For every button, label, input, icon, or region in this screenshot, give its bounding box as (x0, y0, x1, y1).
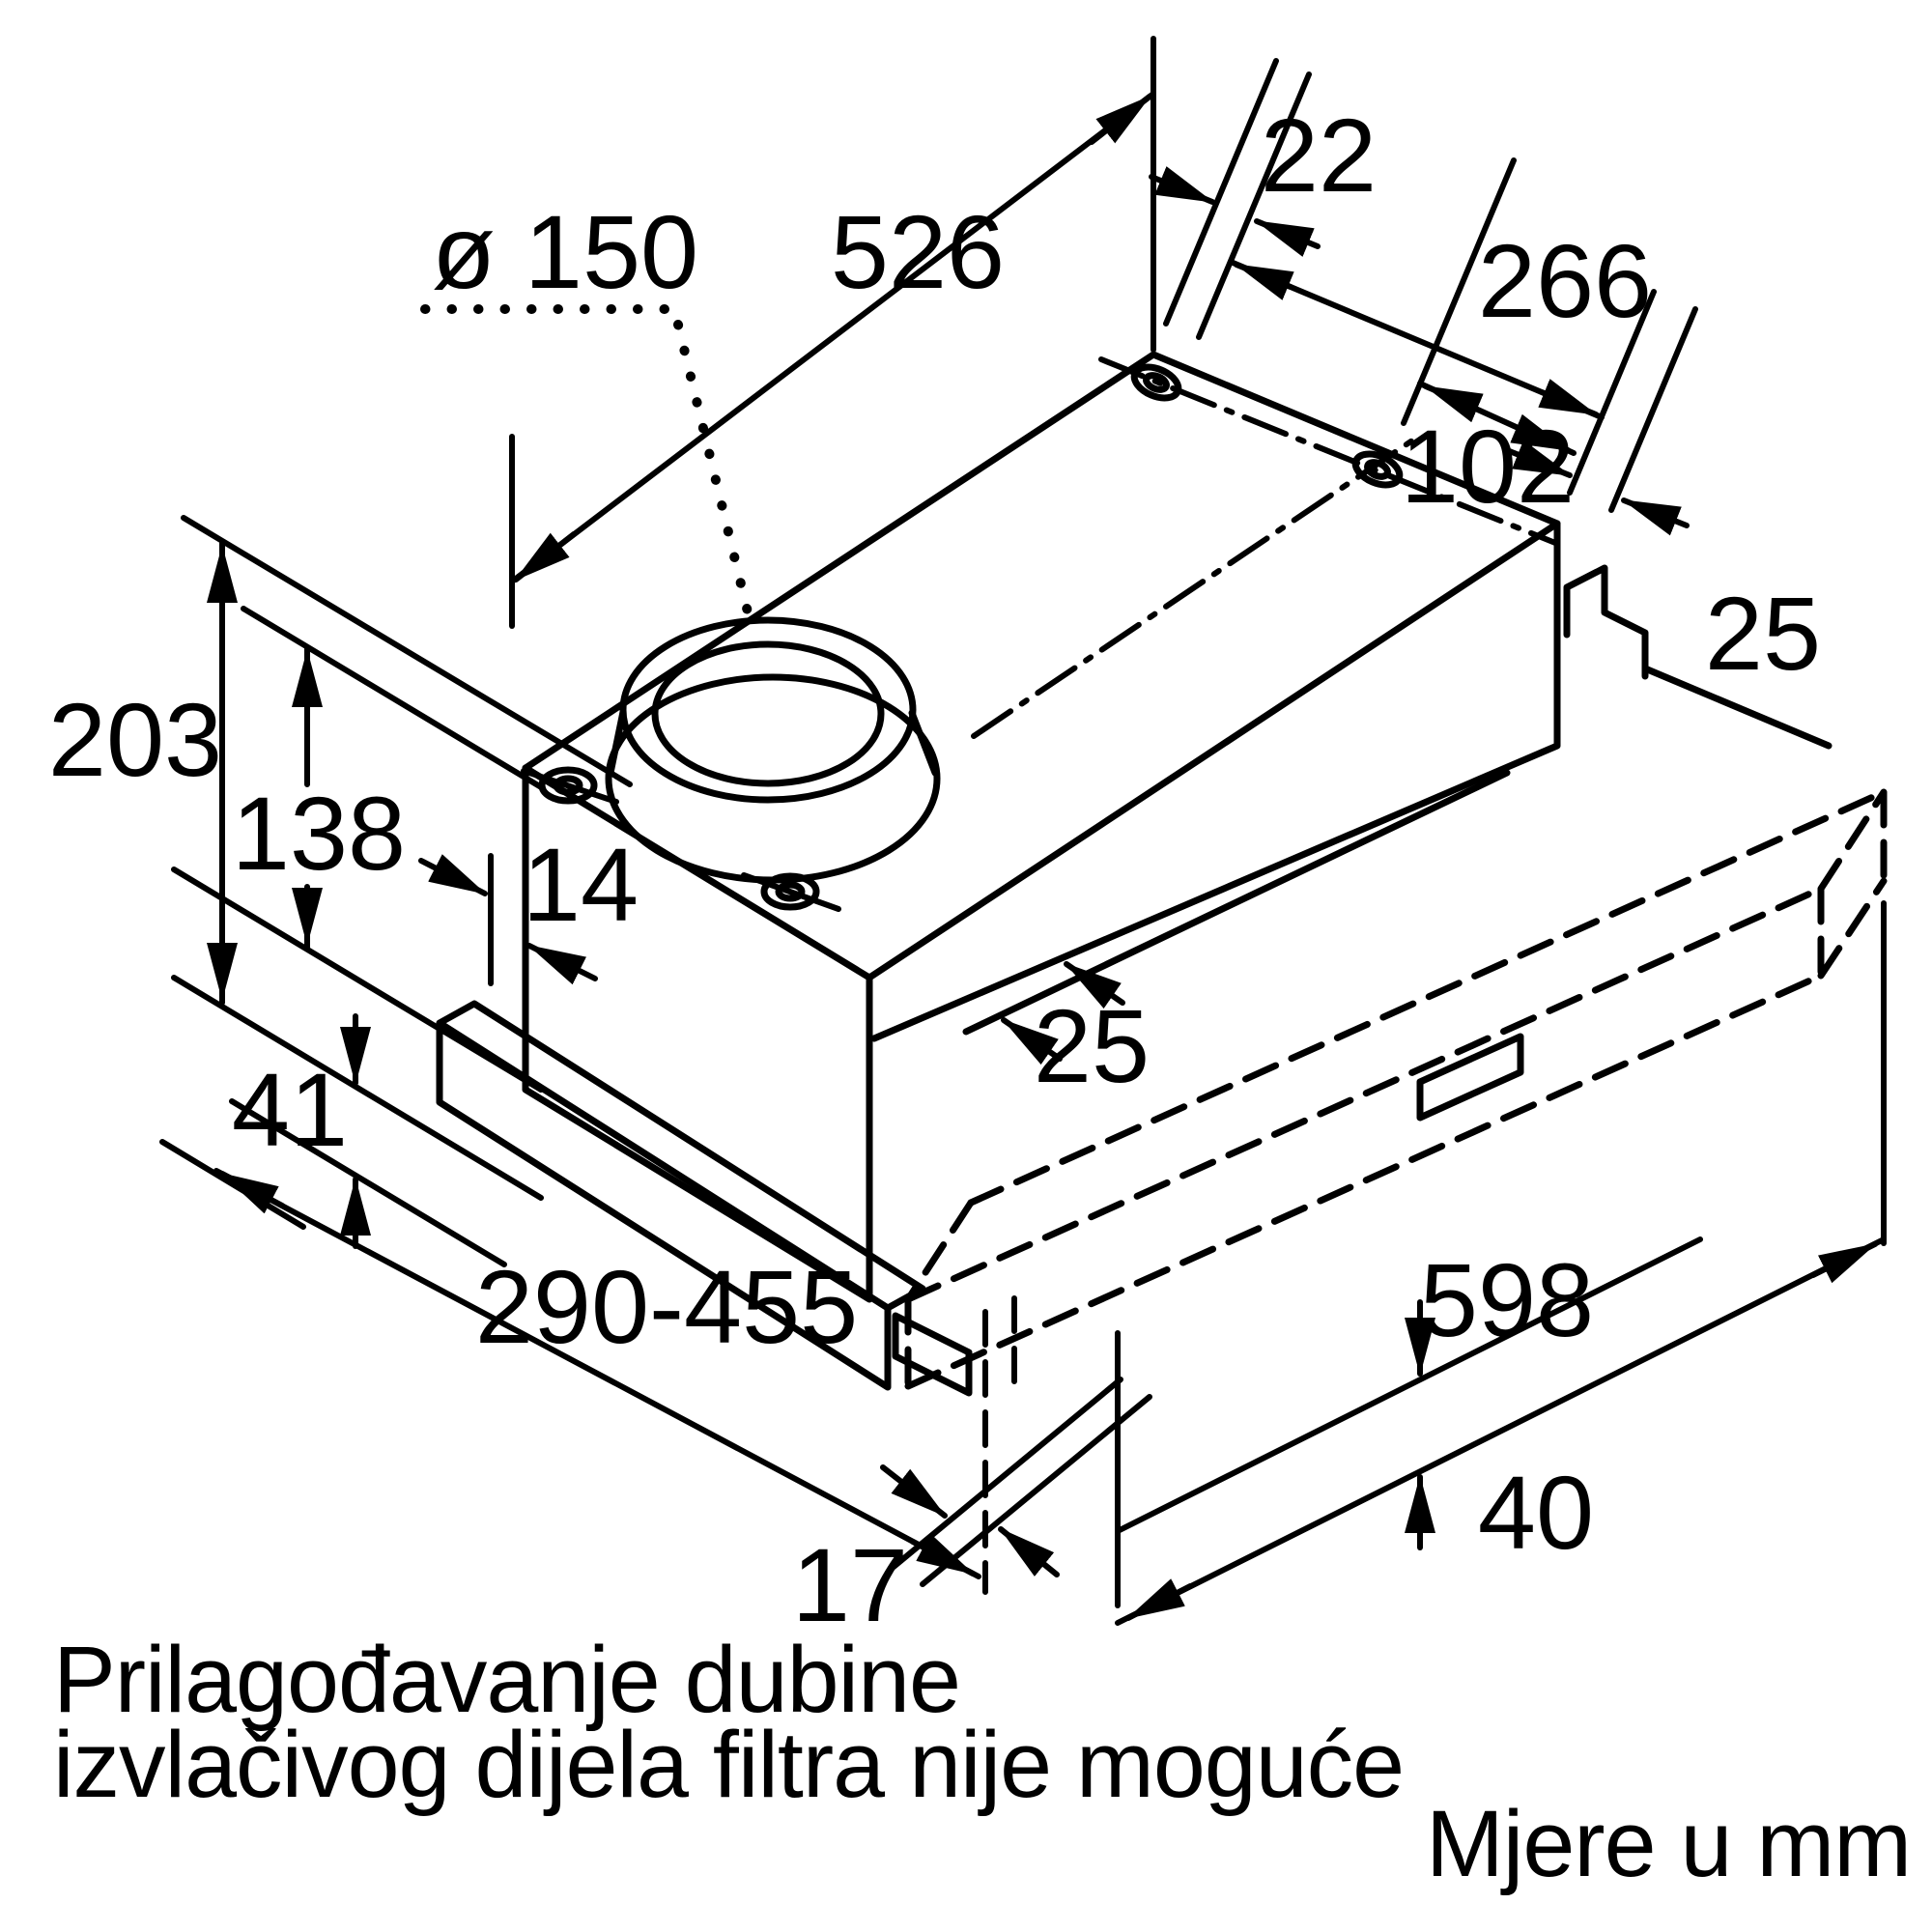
notes: Prilagođavanje dubine izvlačivog dijela … (53, 1627, 1912, 1896)
drawer-handle (1416, 1033, 1524, 1122)
ext-hole-left (1196, 71, 1312, 340)
arrow-290-right (910, 1533, 976, 1577)
pullout-drawer (904, 788, 1888, 1595)
arrow-102-left (1423, 384, 1484, 423)
label-41: 41 (232, 1051, 348, 1168)
mounting-centerline (1098, 356, 1558, 546)
label-138: 138 (232, 775, 406, 892)
label-25-middle: 25 (1034, 987, 1150, 1104)
collar-screw-tab-bottom-line (741, 872, 841, 912)
collar-rim-inner (651, 640, 885, 787)
drawer-front-top-edge (904, 885, 1825, 1303)
wall-bracket-outline (1563, 564, 1649, 680)
cabinet-edge-line (1641, 665, 1833, 750)
ext-corner-back-right (1567, 289, 1657, 496)
label-22: 22 (1261, 97, 1377, 213)
drawer-junction-vertical (982, 1295, 1017, 1595)
drawer-right-end (1817, 788, 1888, 980)
label-203: 203 (48, 681, 222, 798)
label-duct-diameter: ø 150 (432, 193, 698, 310)
label-25-right: 25 (1705, 575, 1821, 692)
note-line2: izvlačivog dijela filtra nije moguće (53, 1712, 1404, 1817)
label-598: 598 (1420, 1241, 1594, 1358)
label-290-455: 290-455 (475, 1248, 858, 1365)
units-note: Mjere u mm (1426, 1791, 1911, 1896)
dimension-labels: ø 150 526 22 266 102 25 203 138 14 25 41… (48, 97, 1821, 1643)
arrow-598-left (1125, 1578, 1193, 1621)
arrow-17-lower (998, 1526, 1060, 1577)
arrow-25r-upper (1504, 440, 1573, 478)
label-266: 266 (1478, 222, 1652, 339)
label-40: 40 (1478, 1454, 1594, 1571)
arrow-14-right (418, 854, 488, 896)
mounting-holes (971, 356, 1558, 739)
label-17: 17 (792, 1526, 908, 1643)
mounting-hole-left-inner (1143, 372, 1170, 393)
arrow-14-left (526, 943, 598, 985)
dim-line-290-455 (213, 1168, 981, 1579)
ext-collar-top (181, 515, 633, 787)
note-line1: Prilagođavanje dubine (53, 1627, 960, 1732)
extension-lines (159, 36, 1887, 1608)
front-bar-outline (436, 1000, 926, 1391)
front-bar-step-piece (892, 1312, 973, 1397)
arrow-266-left (1234, 262, 1294, 300)
drawer-left-end (904, 1199, 975, 1390)
lower-section-bottom-edge (962, 769, 1511, 1036)
body-right-face (870, 520, 1561, 1042)
arrow-526-lower (513, 531, 577, 582)
dim-line-526 (509, 91, 1156, 584)
collar-screw-tab-left-hole (553, 775, 583, 796)
hood-body (522, 351, 1561, 1303)
dimension-arrows (207, 94, 1878, 1621)
collar-screw-tab-bottom (760, 872, 820, 911)
ext-cabinet-edge (1608, 306, 1698, 513)
arrow-266-right (1538, 379, 1599, 417)
collar-screw-tab-left-line (521, 768, 619, 805)
ext-bar-top (171, 975, 544, 1201)
arrow-290-left (219, 1171, 285, 1214)
label-526: 526 (831, 193, 1005, 310)
wall-bracket (1563, 564, 1833, 750)
label-102: 102 (1401, 408, 1575, 525)
arrow-22-left (1149, 166, 1215, 205)
arrow-22-right (1254, 218, 1321, 257)
arrow-526-upper (1089, 94, 1152, 145)
collar-sides (607, 708, 939, 777)
arrow-598-right (1810, 1241, 1878, 1284)
drawer-front-bottom-edge (904, 972, 1825, 1390)
ext-40-upper (1115, 1236, 1703, 1534)
drawer-top-back-edge (967, 788, 1888, 1207)
dim-line-598 (1115, 1236, 1887, 1626)
label-14: 14 (523, 826, 639, 943)
collar-screw-tab-bottom-hole (775, 881, 806, 902)
ext-body-bottom (171, 867, 544, 1093)
arrow-17-upper (880, 1464, 948, 1519)
arrow-25r-lower (1621, 497, 1690, 536)
ext-hole-right (1401, 157, 1517, 426)
arrow-25m-upper (1064, 961, 1125, 1009)
duct-leader-dotted (420, 304, 756, 633)
ext-corner-back-left (1163, 58, 1279, 327)
arrow-25m-lower (1001, 1017, 1063, 1065)
top-face-centerline (971, 438, 1415, 739)
front-bar (436, 1000, 973, 1397)
ext-body-top (241, 606, 546, 791)
duct-collar (521, 616, 941, 912)
